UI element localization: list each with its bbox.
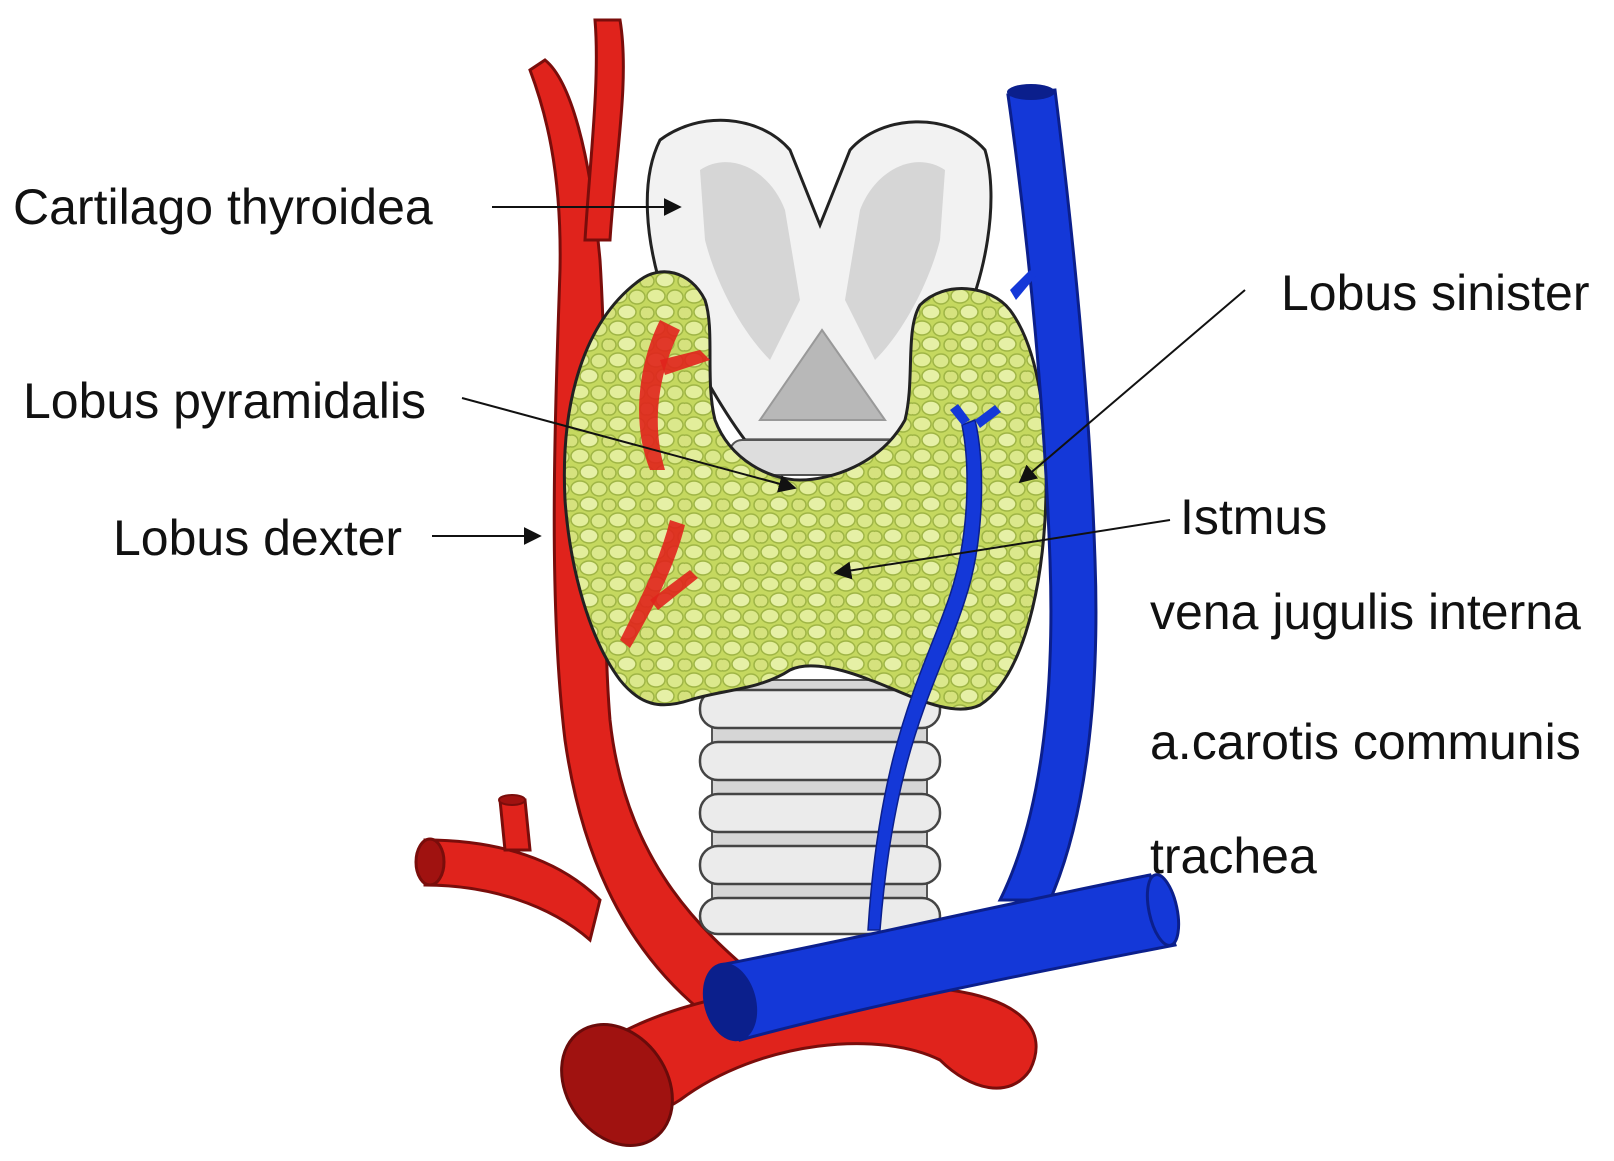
label-cartilago-thyroidea: Cartilago thyroidea: [13, 182, 433, 232]
label-istmus: Istmus: [1180, 492, 1327, 542]
label-carotis: a.carotis communis: [1150, 717, 1581, 767]
label-lobus-sinister: Lobus sinister: [1281, 268, 1590, 318]
label-vena-jugularis: vena jugulis interna: [1150, 587, 1581, 637]
label-lobus-dexter: Lobus dexter: [113, 513, 402, 563]
label-trachea: trachea: [1150, 831, 1317, 881]
label-lobus-pyramidalis: Lobus pyramidalis: [23, 376, 426, 426]
